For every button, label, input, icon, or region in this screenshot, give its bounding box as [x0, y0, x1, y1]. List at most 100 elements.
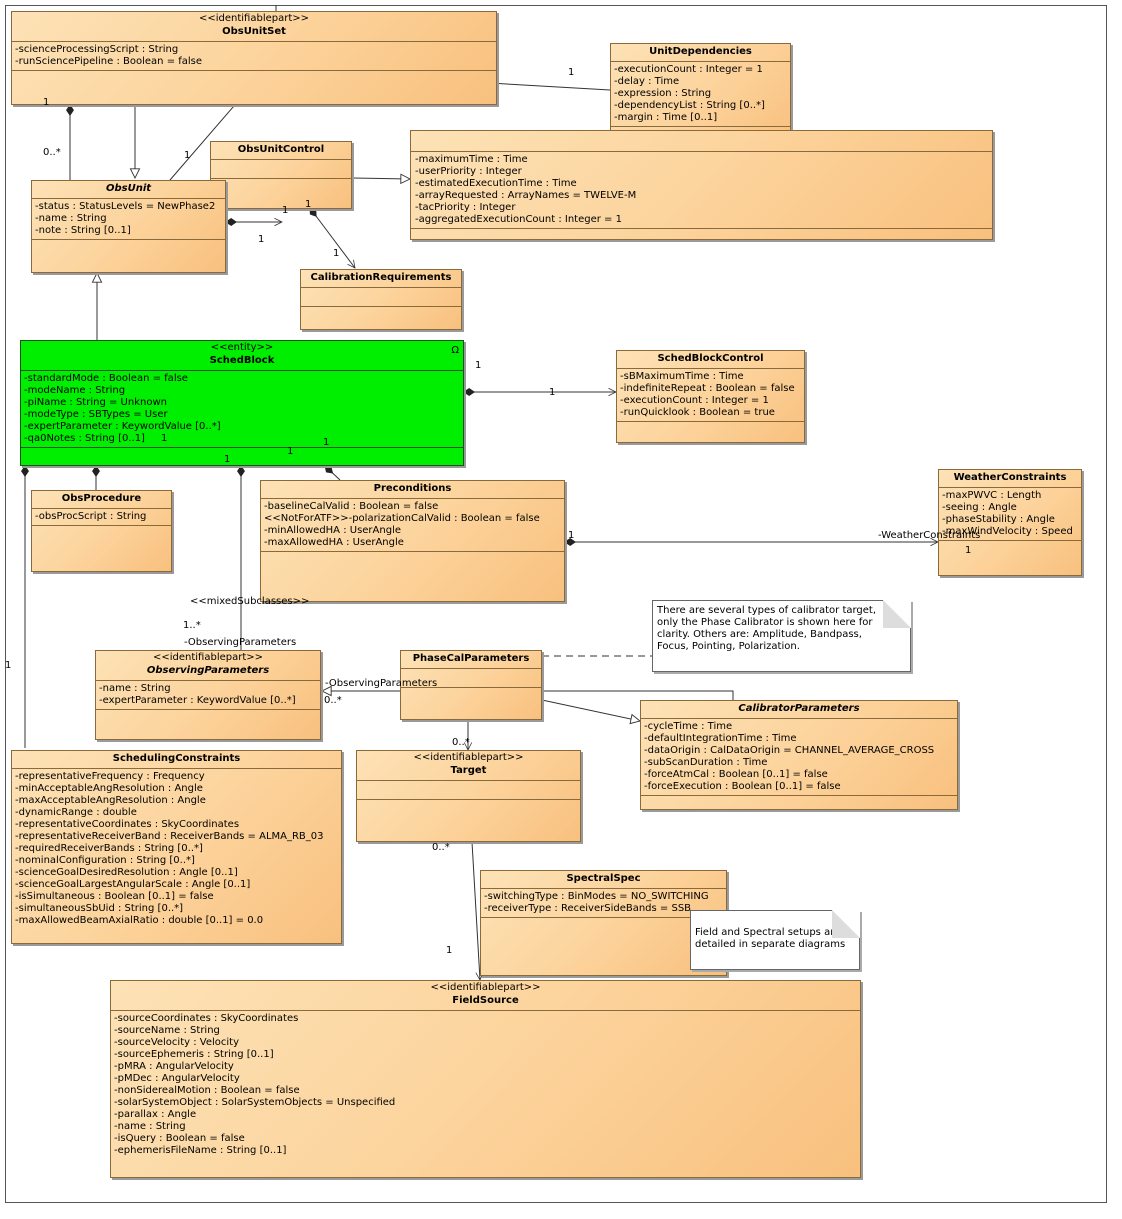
- note-line: only the Phase Calibrator is shown here …: [657, 617, 873, 628]
- attribute: -pMRA : AngularVelocity: [114, 1061, 234, 1072]
- attribute: -nominalConfiguration : String [0..*]: [15, 855, 195, 866]
- class-phasecalparameters[interactable]: PhaseCalParameters: [400, 650, 542, 720]
- note-separate-diagrams: Field and Spectral setups are detailed i…: [690, 910, 860, 970]
- class-obsunit[interactable]: ObsUnit -status : StatusLevels = NewPhas…: [31, 180, 226, 273]
- attribute: -maximumTime : Time: [415, 154, 528, 165]
- class-name: SchedulingConstraints: [112, 753, 241, 764]
- class-header: WeatherConstraints: [939, 470, 1081, 488]
- attribute: -note : String [0..1]: [35, 225, 131, 236]
- attribute: -solarSystemObject : SolarSystemObjects …: [114, 1097, 396, 1108]
- multiplicity-label: 1: [568, 530, 575, 541]
- attribute: -baselineCalValid : Boolean = false: [264, 501, 439, 512]
- note-line: Focus, Pointing, Polarization.: [657, 641, 800, 652]
- attribute: -runSciencePipeline : Boolean = false: [15, 56, 203, 67]
- attributes: -obsProcScript : String: [32, 509, 171, 526]
- diagram-frame: [5, 5, 1107, 1203]
- class-preconditions[interactable]: Preconditions -baselineCalValid : Boolea…: [260, 480, 565, 602]
- class-header: UnitDependencies: [611, 44, 790, 62]
- class-unitdependencies[interactable]: UnitDependencies -executionCount : Integ…: [610, 43, 791, 145]
- attribute: -scienceGoalDesiredResolution : Angle [0…: [15, 867, 238, 878]
- attribute: -executionCount : Integer = 1: [614, 64, 763, 75]
- class-schedblockcontrol[interactable]: SchedBlockControl -sBMaximumTime : Time …: [616, 350, 805, 443]
- class-weatherconstraints[interactable]: WeatherConstraints -maxPWVC : Length -se…: [938, 469, 1082, 576]
- attribute: -forceAtmCal : Boolean [0..1] = false: [644, 769, 828, 780]
- attribute: -expertParameter : KeywordValue [0..*]: [99, 695, 296, 706]
- class-header: SchedBlockControl: [617, 351, 804, 369]
- class-header: PhaseCalParameters: [401, 651, 541, 669]
- class-schedulingconstraints[interactable]: SchedulingConstraints -representativeFre…: [11, 750, 342, 944]
- class-obsprocedure[interactable]: ObsProcedure -obsProcScript : String: [31, 490, 172, 572]
- attribute: -sBMaximumTime : Time: [620, 371, 744, 382]
- comp-schedblock-preconditions: [324, 465, 341, 481]
- attribute: -maxAllowedHA : UserAngle: [264, 537, 404, 548]
- attribute: -minAcceptableAngResolution : Angle: [15, 783, 203, 794]
- class-header: <<identifiablepart>> ObsUnitSet: [12, 12, 496, 42]
- attribute: -obsProcScript : String: [35, 511, 147, 522]
- attribute: -maxWindVelocity : Speed: [942, 526, 1073, 537]
- class-observingparameters[interactable]: <<identifiablepart>> ObservingParameters…: [95, 650, 321, 740]
- attributes: -maximumTime : Time -userPriority : Inte…: [411, 152, 992, 229]
- attribute: -sourceVelocity : Velocity: [114, 1037, 239, 1048]
- stereotype: <<entity>>: [210, 342, 274, 353]
- class-name: Target: [450, 765, 487, 776]
- attribute: -dependencyList : String [0..*]: [614, 100, 765, 111]
- stereotype: <<identifiablepart>>: [413, 752, 524, 763]
- note-calibrator-types: There are several types of calibrator ta…: [652, 600, 911, 672]
- attribute: -representativeFrequency : Frequency: [15, 771, 205, 782]
- attribute: -arrayRequested : ArrayNames = TWELVE-M: [415, 190, 637, 201]
- attribute: -sourceEphemeris : String [0..1]: [114, 1049, 274, 1060]
- attribute: -representativeReceiverBand : ReceiverBa…: [15, 831, 324, 842]
- class-name: UnitDependencies: [649, 46, 752, 57]
- class-target[interactable]: <<identifiablepart>> Target: [356, 750, 581, 842]
- attribute: -defaultIntegrationTime : Time: [644, 733, 797, 744]
- attribute: -isSimultaneous : Boolean [0..1] = false: [15, 891, 214, 902]
- class-schedblock[interactable]: Ω <<entity>> SchedBlock -standardMode : …: [20, 340, 464, 466]
- attribute: -sourceCoordinates : SkyCoordinates: [114, 1013, 299, 1024]
- class-header: ObsUnit: [32, 181, 225, 199]
- class-obsunitcontrol[interactable]: ObsUnitControl: [210, 141, 352, 209]
- attribute: -delay : Time: [614, 76, 680, 87]
- note-line: Field and Spectral setups are: [695, 927, 841, 938]
- attribute: -runQuicklook : Boolean = true: [620, 407, 775, 418]
- stereotype-label: <<mixedSubclasses>>: [190, 596, 310, 607]
- class-name: CalibratorParameters: [738, 703, 860, 714]
- class-obsunitcontrol-detail[interactable]: -maximumTime : Time -userPriority : Inte…: [410, 130, 993, 240]
- attribute: -expression : String: [614, 88, 712, 99]
- attributes: -status : StatusLevels = NewPhase2 -name…: [32, 199, 225, 240]
- multiplicity-label: 1..*: [183, 620, 201, 631]
- attributes: -baselineCalValid : Boolean = false <<No…: [261, 499, 564, 552]
- class-name: ObsUnitControl: [237, 144, 325, 155]
- attributes: -representativeFrequency : Frequency -mi…: [12, 769, 341, 929]
- class-header: ObsProcedure: [32, 491, 171, 509]
- multiplicity-label: 0..*: [324, 695, 342, 706]
- attribute: -switchingType : BinModes = NO_SWITCHING: [484, 891, 709, 902]
- attribute: -dataOrigin : CalDataOrigin = CHANNEL_AV…: [644, 745, 935, 756]
- multiplicity-label: 1: [224, 454, 231, 465]
- role-label: -WeatherConstraints: [878, 530, 981, 541]
- class-name: ObsUnitSet: [222, 26, 286, 37]
- multiplicity-label: 1: [965, 545, 972, 556]
- attribute: -forceExecution : Boolean [0..1] = false: [644, 781, 841, 792]
- attribute: -sourceName : String: [114, 1025, 220, 1036]
- class-header: SchedulingConstraints: [12, 751, 341, 769]
- attribute: -simultaneousSbUid : String [0..*]: [15, 903, 184, 914]
- attributes: [401, 669, 541, 688]
- attribute: -modeType : SBTypes = User: [24, 409, 168, 420]
- note-line: clarity. Others are: Amplitude, Bandpass…: [657, 629, 862, 640]
- attributes: -standardMode : Boolean = false -modeNam…: [21, 371, 463, 448]
- class-calibratorparameters[interactable]: CalibratorParameters -cycleTime : Time -…: [640, 700, 958, 810]
- attribute: -dynamicRange : double: [15, 807, 137, 818]
- attributes: -maxPWVC : Length -seeing : Angle -phase…: [939, 488, 1081, 541]
- attributes: -name : String -expertParameter : Keywor…: [96, 681, 320, 710]
- attribute: -maxAllowedBeamAxialRatio : double [0..1…: [15, 915, 264, 926]
- operations: [12, 71, 496, 85]
- attribute: -representativeCoordinates : SkyCoordina…: [15, 819, 240, 830]
- class-name: ObsUnit: [105, 183, 152, 194]
- class-fieldsource[interactable]: <<identifiablepart>> FieldSource -source…: [110, 980, 861, 1178]
- attributes: -switchingType : BinModes = NO_SWITCHING…: [481, 889, 726, 918]
- note-line: There are several types of calibrator ta…: [657, 605, 877, 616]
- class-calibrationrequirements[interactable]: CalibrationRequirements: [300, 269, 462, 330]
- class-obsunitset[interactable]: <<identifiablepart>> ObsUnitSet -science…: [11, 11, 497, 105]
- class-spectralspec[interactable]: SpectralSpec -switchingType : BinModes =…: [480, 870, 727, 976]
- comp-obsunitcontrol-calreq: [310, 208, 355, 268]
